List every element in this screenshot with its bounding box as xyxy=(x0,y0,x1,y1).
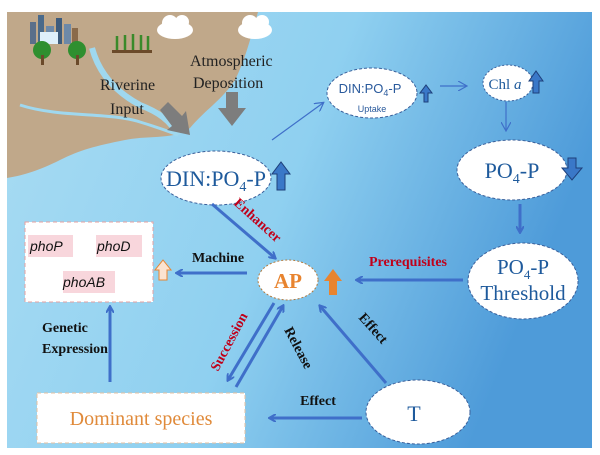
city-icon xyxy=(30,15,78,44)
gene-highlight xyxy=(96,235,142,257)
gene-highlight xyxy=(28,235,73,257)
down-arrow-icon xyxy=(560,157,584,181)
up-arrow-icon xyxy=(419,84,433,103)
temperature-node xyxy=(365,379,471,445)
gene-phoD: phoD xyxy=(96,238,130,254)
river xyxy=(89,47,181,137)
crops-icon xyxy=(112,34,152,53)
po4-label: PO4-P xyxy=(485,158,540,187)
din-po4-label: DIN:PO4-P xyxy=(166,166,266,195)
riverine-arrow xyxy=(160,102,190,135)
cloud-icon xyxy=(157,15,272,39)
uptake-node xyxy=(326,67,418,119)
genetic-expression-label: Genetic Expression xyxy=(42,321,108,357)
chl-a-label: Chl a xyxy=(489,77,522,93)
riverine-input-label: Riverine Input xyxy=(100,77,159,118)
din-po4-node xyxy=(160,150,272,206)
gene-phoP: phoP xyxy=(29,238,63,254)
atmospheric-arrow xyxy=(218,92,246,126)
release-arrow xyxy=(234,306,283,388)
ap-label: AP xyxy=(274,269,302,293)
uptake-label: Uptake xyxy=(358,104,387,114)
tributary xyxy=(19,103,179,137)
threshold-label: Threshold xyxy=(480,281,566,305)
ap-node xyxy=(257,259,319,301)
gene-highlight xyxy=(63,271,115,293)
effect-ap-arrow xyxy=(320,306,388,384)
up-arrow-icon xyxy=(324,269,342,295)
tree-icon xyxy=(33,41,86,65)
up-arrow-icon xyxy=(528,70,544,94)
threshold-node xyxy=(467,242,579,320)
uptake-ratio-label: DIN:PO4-P xyxy=(339,81,402,98)
dominant-species-box xyxy=(36,392,246,444)
up-arrow-outline-icon xyxy=(153,259,173,281)
gene-phoAB: phoAB xyxy=(62,274,105,290)
succession-arrow xyxy=(228,302,276,380)
prerequisites-label: Prerequisites xyxy=(369,255,448,270)
atmospheric-deposition-label: Atmospheric Deposition xyxy=(190,53,277,92)
dominant-species-label: Dominant species xyxy=(70,408,213,430)
up-arrow-icon xyxy=(271,161,291,191)
enhancer-arrow xyxy=(211,202,275,258)
effect-dominant-label: Effect xyxy=(300,394,336,409)
temperature-label: T xyxy=(407,401,421,426)
arrow-to-uptake xyxy=(271,103,323,141)
threshold-po4-label: PO4-P xyxy=(497,255,549,282)
machine-label: Machine xyxy=(192,251,244,266)
